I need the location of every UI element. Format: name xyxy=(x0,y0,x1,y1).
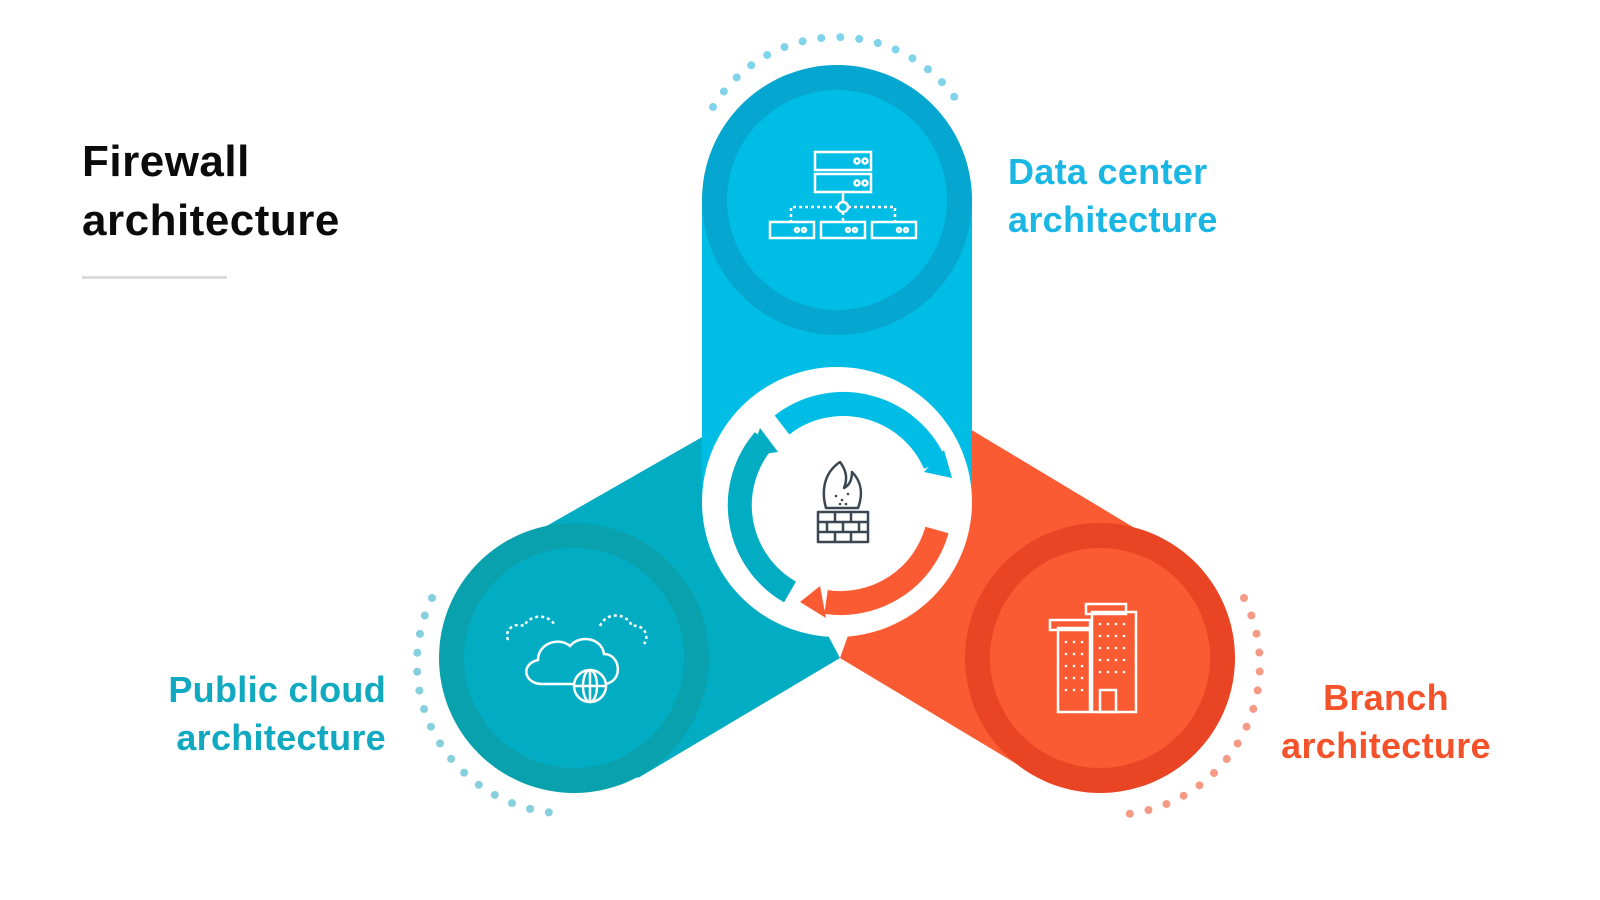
dotted-arc-branch xyxy=(1111,594,1264,819)
cloud-globe-icon xyxy=(505,614,648,704)
cycle-arrows-icon xyxy=(727,391,949,616)
building-windows xyxy=(1064,622,1126,692)
node-data-center[interactable] xyxy=(702,65,972,335)
label-public-cloud-line1: Public cloud xyxy=(168,669,386,710)
office-building-icon xyxy=(1048,602,1138,714)
label-data-center-line1: Data center xyxy=(1008,151,1208,192)
label-branch-line1: Branch xyxy=(1323,677,1449,718)
label-public-cloud: Public cloud architecture xyxy=(138,666,386,762)
page-title-line1: Firewall xyxy=(82,137,250,186)
label-branch-line2: architecture xyxy=(1281,725,1491,766)
label-branch: Branch architecture xyxy=(1262,674,1510,770)
node-branch[interactable] xyxy=(965,523,1235,793)
label-public-cloud-line2: architecture xyxy=(176,717,386,758)
cycle-arrowheads xyxy=(750,428,952,618)
dotted-arc-public-cloud xyxy=(412,594,559,817)
dotted-arc-data-center xyxy=(709,33,965,111)
page-title-line2: architecture xyxy=(82,196,340,245)
firewall-sparks xyxy=(834,492,850,506)
title-divider xyxy=(82,276,227,279)
label-data-center: Data center architecture xyxy=(1008,148,1218,244)
center-hub[interactable] xyxy=(702,367,972,637)
label-data-center-line2: architecture xyxy=(1008,199,1218,240)
server-network-icon xyxy=(768,150,918,240)
page-title: Firewall architecture xyxy=(82,132,340,250)
firewall-icon xyxy=(816,460,870,544)
